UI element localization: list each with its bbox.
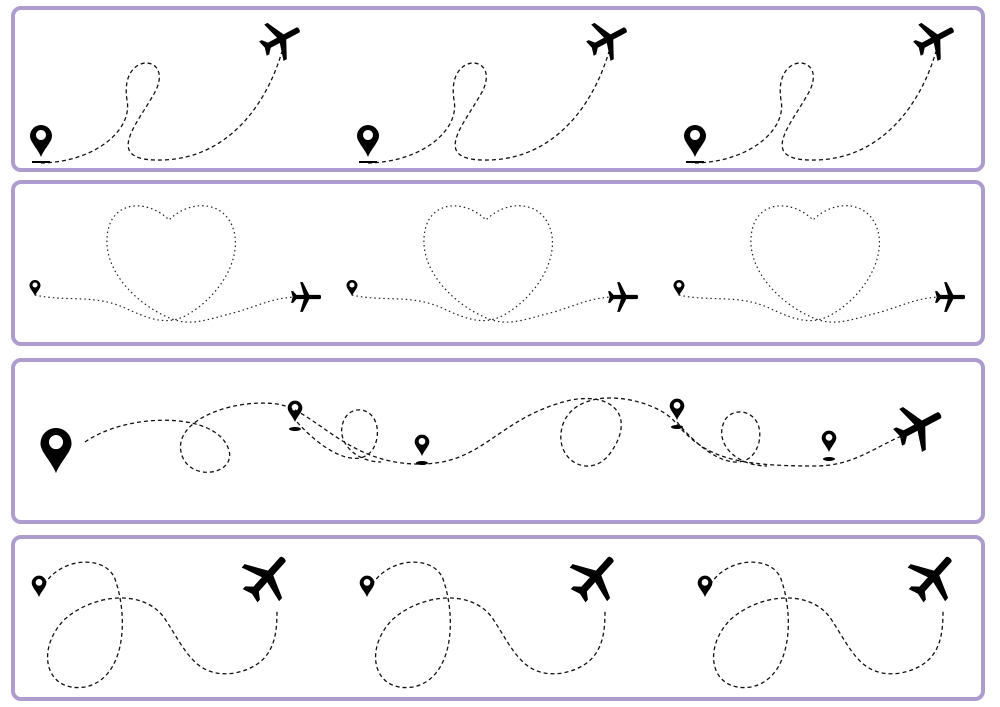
loop-route-row xyxy=(11,6,985,172)
airplane-icon xyxy=(886,393,953,459)
location-pin-icon xyxy=(673,280,685,296)
location-pin-icon xyxy=(669,398,685,420)
multi-stop-route-art xyxy=(40,393,953,474)
airplane-icon xyxy=(580,11,636,67)
airplane-icon xyxy=(907,11,963,67)
heart-route-3 xyxy=(673,205,966,323)
loop-route-art xyxy=(30,11,963,164)
double-loop-route-art xyxy=(31,541,969,689)
airplane-icon xyxy=(253,11,309,67)
double-loop-route-row xyxy=(11,535,985,701)
location-pin-icon xyxy=(40,428,72,474)
airplane-icon xyxy=(559,541,631,613)
double-loop-route-1 xyxy=(31,541,303,689)
location-pin-icon xyxy=(287,400,303,422)
airplane-icon xyxy=(291,282,322,312)
airplane-icon xyxy=(608,282,639,312)
airplane-icon xyxy=(935,282,966,312)
location-pin-icon xyxy=(346,280,358,296)
loop-route-1 xyxy=(30,11,309,164)
location-pin-icon xyxy=(31,575,47,597)
location-pin-icon xyxy=(684,125,706,157)
heart-route-2 xyxy=(346,205,639,323)
location-pin-icon xyxy=(29,280,41,296)
double-loop-route-2 xyxy=(359,541,631,689)
airplane-icon xyxy=(897,541,969,613)
heart-route-row xyxy=(11,180,985,346)
location-pin-icon xyxy=(414,434,430,456)
location-pin-icon xyxy=(359,575,375,597)
location-pin-icon xyxy=(697,575,713,597)
multi-stop-route-row xyxy=(11,358,985,524)
location-pin-icon xyxy=(30,125,52,157)
heart-route-1 xyxy=(29,205,322,323)
heart-route-art xyxy=(29,205,966,323)
loop-route-2 xyxy=(357,11,636,164)
loop-route-3 xyxy=(684,11,963,164)
location-pin-icon xyxy=(357,125,379,157)
double-loop-route-3 xyxy=(697,541,969,689)
location-pin-icon xyxy=(821,430,837,452)
airplane-icon xyxy=(231,541,303,613)
